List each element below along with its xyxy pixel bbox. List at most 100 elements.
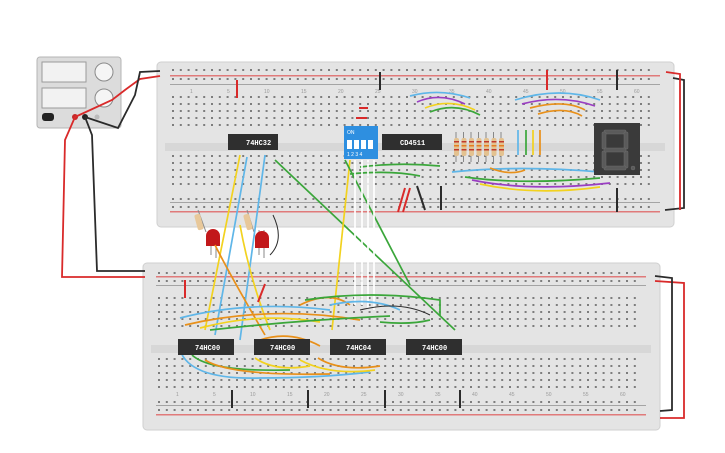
breadboard-hole[interactable]	[538, 169, 541, 171]
breadboard-hole[interactable]	[476, 78, 479, 80]
breadboard-hole[interactable]	[407, 272, 410, 274]
breadboard-hole[interactable]	[563, 272, 566, 274]
breadboard-hole[interactable]	[454, 304, 457, 306]
breadboard-hole[interactable]	[337, 304, 340, 306]
breadboard-hole[interactable]	[462, 365, 465, 367]
breadboard-hole[interactable]	[351, 78, 354, 80]
breadboard-hole[interactable]	[554, 124, 557, 126]
breadboard-hole[interactable]	[470, 297, 472, 299]
breadboard-hole[interactable]	[454, 297, 457, 299]
breadboard-hole[interactable]	[516, 365, 519, 367]
breadboard-hole[interactable]	[259, 386, 262, 388]
breadboard-hole[interactable]	[374, 69, 377, 71]
breadboard-hole[interactable]	[195, 96, 198, 98]
breadboard-hole[interactable]	[281, 69, 284, 71]
breadboard-hole[interactable]	[530, 169, 533, 171]
resistor[interactable]	[461, 138, 467, 156]
breadboard-hole[interactable]	[423, 401, 426, 403]
breadboard-hole[interactable]	[399, 311, 402, 313]
breadboard-hole[interactable]	[515, 169, 518, 171]
breadboard-hole[interactable]	[204, 280, 207, 282]
breadboard-hole[interactable]	[267, 358, 270, 360]
breadboard-hole[interactable]	[476, 155, 479, 157]
breadboard-hole[interactable]	[555, 372, 558, 374]
breadboard-hole[interactable]	[577, 155, 580, 157]
breadboard-hole[interactable]	[460, 176, 463, 178]
breadboard-hole[interactable]	[392, 297, 394, 299]
breadboard-hole[interactable]	[509, 325, 511, 327]
breadboard-hole[interactable]	[571, 311, 574, 313]
breadboard-hole[interactable]	[633, 318, 636, 320]
breadboard-hole[interactable]	[406, 103, 408, 105]
breadboard-hole[interactable]	[421, 155, 424, 157]
breadboard-hole[interactable]	[250, 78, 252, 80]
breadboard-hole[interactable]	[421, 124, 424, 126]
breadboard-hole[interactable]	[374, 124, 377, 126]
breadboard-hole[interactable]	[610, 358, 613, 360]
breadboard-hole[interactable]	[335, 103, 338, 105]
breadboard-hole[interactable]	[314, 372, 316, 374]
breadboard-hole[interactable]	[540, 304, 543, 306]
breadboard-hole[interactable]	[337, 401, 340, 403]
breadboard-hole[interactable]	[212, 280, 215, 282]
breadboard-hole[interactable]	[476, 117, 479, 119]
breadboard-hole[interactable]	[423, 272, 426, 274]
breadboard-hole[interactable]	[594, 372, 597, 374]
breadboard-hole[interactable]	[540, 409, 543, 411]
breadboard-hole[interactable]	[538, 183, 541, 185]
breadboard-hole[interactable]	[624, 69, 627, 71]
breadboard-hole[interactable]	[218, 155, 221, 157]
breadboard-hole[interactable]	[296, 103, 299, 105]
breadboard-hole[interactable]	[585, 206, 588, 208]
breadboard-hole[interactable]	[577, 103, 580, 105]
breadboard-hole[interactable]	[211, 96, 213, 98]
breadboard-hole[interactable]	[243, 297, 246, 299]
breadboard-hole[interactable]	[593, 103, 596, 105]
breadboard-hole[interactable]	[211, 103, 213, 105]
breadboard-hole[interactable]	[532, 325, 535, 327]
breadboard-hole[interactable]	[530, 69, 533, 71]
breadboard-hole[interactable]	[462, 272, 465, 274]
breadboard-hole[interactable]	[298, 272, 301, 274]
breadboard-hole[interactable]	[398, 162, 401, 164]
breadboard-hole[interactable]	[407, 372, 410, 374]
breadboard-hole[interactable]	[516, 358, 519, 360]
breadboard-hole[interactable]	[454, 386, 457, 388]
breadboard-hole[interactable]	[491, 69, 494, 71]
breadboard-hole[interactable]	[173, 409, 176, 411]
breadboard-hole[interactable]	[281, 110, 284, 112]
breadboard-hole[interactable]	[257, 169, 260, 171]
breadboard-hole[interactable]	[275, 409, 277, 411]
breadboard-hole[interactable]	[594, 318, 597, 320]
breadboard-hole[interactable]	[392, 304, 394, 306]
breadboard-hole[interactable]	[577, 162, 580, 164]
breadboard-hole[interactable]	[320, 124, 323, 126]
breadboard-hole[interactable]	[546, 162, 549, 164]
breadboard-hole[interactable]	[228, 318, 231, 320]
breadboard-hole[interactable]	[390, 162, 393, 164]
breadboard-hole[interactable]	[579, 409, 582, 411]
breadboard-hole[interactable]	[618, 311, 621, 313]
breadboard-hole[interactable]	[602, 272, 605, 274]
breadboard-hole[interactable]	[421, 96, 424, 98]
breadboard-hole[interactable]	[173, 272, 176, 274]
breadboard-hole[interactable]	[243, 379, 246, 381]
breadboard-hole[interactable]	[173, 297, 176, 299]
breadboard-hole[interactable]	[407, 365, 410, 367]
breadboard-hole[interactable]	[398, 169, 401, 171]
breadboard-hole[interactable]	[181, 297, 184, 299]
breadboard-hole[interactable]	[438, 358, 441, 360]
breadboard-hole[interactable]	[220, 318, 223, 320]
breadboard-hole[interactable]	[390, 183, 393, 185]
breadboard-hole[interactable]	[343, 69, 346, 71]
breadboard-hole[interactable]	[343, 124, 346, 126]
breadboard-hole[interactable]	[524, 409, 527, 411]
breadboard-hole[interactable]	[382, 206, 385, 208]
breadboard-hole[interactable]	[306, 272, 309, 274]
breadboard-hole[interactable]	[335, 183, 338, 185]
breadboard-hole[interactable]	[195, 198, 198, 200]
breadboard-hole[interactable]	[296, 155, 299, 157]
breadboard-hole[interactable]	[203, 78, 206, 80]
breadboard-hole[interactable]	[179, 117, 182, 119]
dip-toggle-4[interactable]	[368, 140, 373, 149]
